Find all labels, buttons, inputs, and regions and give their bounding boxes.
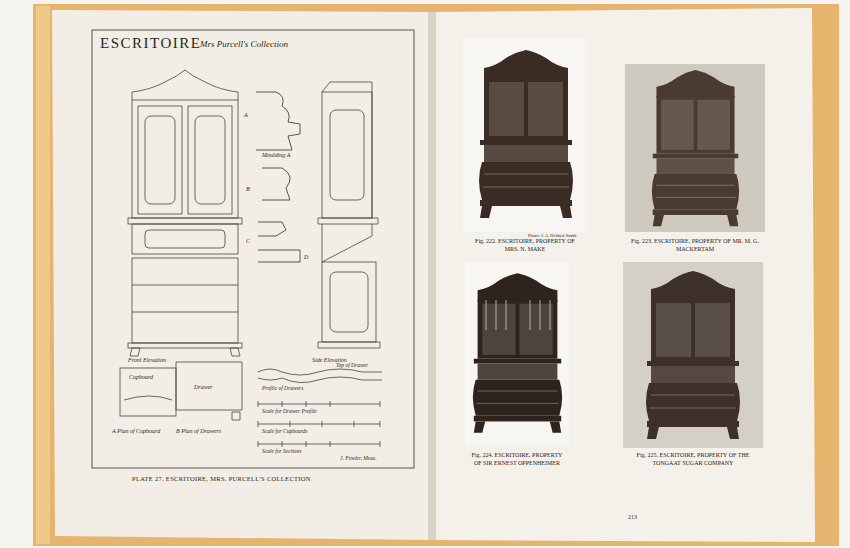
photo-fig-222 [463, 38, 587, 232]
moulding-profiles [258, 250, 300, 262]
photo-fig-224 [486, 300, 550, 330]
moulding-profiles [262, 168, 290, 200]
photo-fig-225 [623, 262, 763, 448]
front-elevation [130, 348, 240, 356]
photo-fig-224 [465, 262, 569, 446]
front-elevation [145, 116, 175, 204]
side-elevation [322, 262, 376, 342]
side-elevation [330, 110, 364, 200]
figure-caption: Fig. 224. ESCRITOIRE, PROPERTY OF SIR ER… [465, 452, 569, 467]
photo-fig-223 [625, 64, 765, 232]
drawing-label: A [244, 112, 248, 119]
book-cover [33, 4, 839, 546]
plate-frame [92, 30, 414, 468]
plate-caption: PLATE 27. ESCRITOIRE, MRS. PURCELL'S COL… [132, 475, 311, 482]
plans [124, 396, 172, 400]
photo-fig-224 [473, 273, 562, 433]
photo-figure: Fig. 224. ESCRITOIRE, PROPERTY OF SIR ER… [465, 262, 569, 469]
front-elevation [132, 100, 238, 218]
scale-bars [258, 401, 380, 407]
drawing-label: Scale for Cupboards [262, 428, 307, 434]
photo-figure: Fig. 223. ESCRITOIRE, PROPERTY OF MR. M.… [625, 64, 765, 255]
drawing-label: Profile of Drawers [262, 385, 303, 391]
drawing-label: Top of Drawer [336, 362, 368, 368]
photo-fig-222 [463, 38, 587, 232]
drawing-label: J. Fowler, Meas. [340, 455, 377, 461]
photo-credit: Photo: J. A. Hebbert Smith [528, 233, 577, 238]
book-cover [36, 6, 50, 544]
front-elevation [145, 230, 225, 248]
drawer-profile [258, 369, 382, 375]
drawer-profile [258, 377, 382, 383]
drawer-profile [258, 369, 382, 383]
photo-fig-224 [465, 262, 569, 446]
front-elevation [132, 70, 238, 100]
book-pages [432, 8, 815, 542]
front-elevation [138, 106, 182, 214]
drawing-label: B [246, 186, 250, 193]
figure-caption: Fig. 223. ESCRITOIRE, PROPERTY OF MR. M.… [625, 238, 765, 253]
drawing-label: Moulding A [262, 152, 290, 159]
moulding-profiles [258, 222, 286, 236]
moulding-profiles [256, 92, 300, 150]
front-elevation [132, 224, 238, 254]
front-elevation [132, 258, 238, 343]
drawing-label: C [246, 238, 250, 245]
side-elevation [322, 82, 372, 218]
front-elevation [128, 70, 242, 356]
front-elevation [128, 218, 242, 224]
front-elevation [128, 343, 242, 348]
drawing-label: Drawer [194, 384, 213, 391]
figure-caption: Fig. 225. ESCRITOIRE, PROPERTY OF THE TO… [623, 452, 763, 467]
figure-caption: Fig. 222. ESCRITOIRE, PROPERTY OF MRS. N… [463, 238, 587, 253]
drawing-label: D [304, 254, 308, 261]
plans [120, 368, 176, 416]
drawing-label: Scale for Drawer Profile [262, 408, 317, 414]
side-elevation [322, 92, 372, 218]
plans [176, 362, 242, 410]
drawing-label: Scale for Sections [262, 448, 301, 454]
page-number: 213 [628, 514, 637, 521]
front-elevation [195, 116, 225, 204]
photo-figure: Fig. 225. ESCRITOIRE, PROPERTY OF THE TO… [623, 262, 763, 469]
photo-fig-225 [646, 271, 740, 439]
photo-figure: Fig. 222. ESCRITOIRE, PROPERTY OF MRS. N… [463, 38, 587, 255]
plans [232, 412, 240, 420]
drawing-label: A Plan of Cupboard [112, 428, 160, 435]
scale-bars [258, 421, 380, 427]
side-elevation [322, 224, 372, 262]
scale-bars [258, 441, 380, 447]
plans [120, 362, 242, 420]
moulding-profiles [256, 92, 300, 262]
drawing-label: Mrs Purcell's Collection [200, 39, 288, 49]
drawing-label: Cupboard [129, 374, 153, 381]
side-elevation [318, 82, 380, 348]
photo-fig-223 [652, 70, 739, 226]
side-elevation [318, 342, 380, 348]
photo-fig-223 [625, 64, 765, 232]
photo-fig-225 [623, 262, 763, 448]
front-elevation [132, 285, 238, 312]
side-elevation [318, 218, 378, 224]
book-cover [33, 4, 839, 546]
scale-bars [258, 401, 380, 447]
book-pages [52, 10, 432, 540]
plate-title: ESCRITOIRE [100, 35, 201, 52]
book-pages [428, 12, 436, 540]
photo-fig-222 [479, 50, 573, 218]
front-elevation [188, 106, 232, 214]
book-pages [52, 8, 815, 542]
plate-frame [92, 30, 414, 468]
drawing-label: B Plan of Drawers [176, 428, 221, 435]
side-elevation [330, 272, 368, 332]
drawing-label: Front Elevation [128, 357, 166, 364]
